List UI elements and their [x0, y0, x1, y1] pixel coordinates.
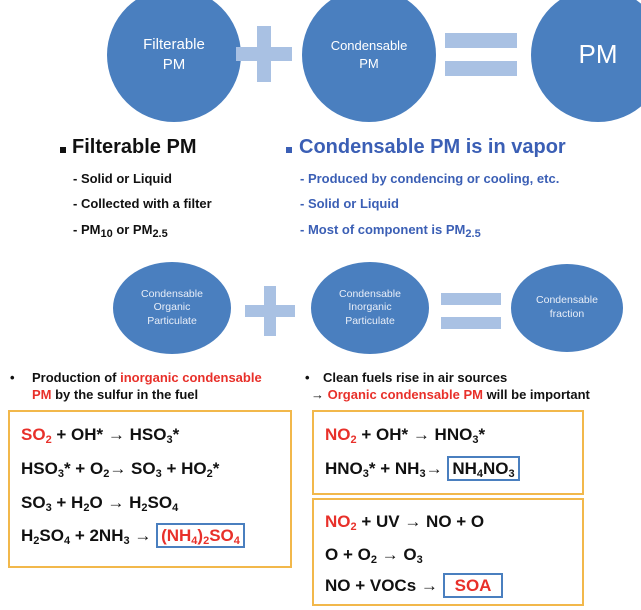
reaction-so3-h2o: SO3 + H2O → H2SO4	[21, 493, 179, 514]
pm-circle: PM	[531, 0, 641, 122]
pm-circle-label: PM	[578, 39, 618, 70]
reaction-no-vocs: NO + VOCs → SOA	[325, 573, 504, 598]
soa-product: SOA	[442, 573, 504, 598]
bullet-square-left	[60, 147, 66, 153]
condensable-inorganic-circle: Condensable Inorganic Particulate	[311, 262, 429, 354]
filterable-pm-circle: Filterable PM	[107, 0, 241, 122]
filterable-pm-circle-label: Filterable PM	[143, 35, 205, 73]
condensable-pm-circle-label: Condensable PM	[330, 38, 408, 71]
filterable-pm-title: Filterable PM	[72, 136, 197, 158]
condensable-fraction-circle: Condensable fraction	[511, 264, 623, 352]
reaction-h2so4-nh3: H2SO4 + 2NH3 → (NH4)2SO4	[21, 523, 245, 548]
plus-operator-top	[236, 26, 292, 82]
ammonium-sulfate-product: (NH4)2SO4	[156, 523, 245, 548]
filterable-item-3: - PM10 or PM2.5	[73, 222, 168, 240]
reaction-no2-uv: NO2 + UV → NO + O	[325, 512, 485, 533]
filterable-item-1: - Solid or Liquid	[73, 171, 172, 186]
note-left: • Production of inorganic condensable PM…	[10, 370, 262, 402]
reaction-no2-oh: NO2 + OH* → HNO3*	[325, 425, 486, 446]
reaction-so2-oh: SO2 + OH* → HSO3*	[21, 425, 180, 446]
ammonium-nitrate-product: NH4NO3	[447, 456, 520, 481]
condensable-item-3: - Most of component is PM2.5	[300, 222, 481, 240]
nitrogen-reaction-box	[312, 410, 584, 495]
note-right: • Clean fuels rise in air sources → Orga…	[305, 370, 590, 402]
condensable-organic-circle: Condensable Organic Particulate	[113, 262, 231, 354]
equals-operator-bottom	[441, 293, 501, 331]
condensable-pm-title: Condensable PM is in vapor	[299, 136, 566, 158]
condensable-item-2: - Solid or Liquid	[300, 196, 399, 211]
condensable-item-1: - Produced by condencing or cooling, etc…	[300, 171, 560, 186]
filterable-item-2: - Collected with a filter	[73, 196, 212, 211]
plus-operator-bottom	[245, 286, 295, 336]
reaction-hso3-o2: HSO3* + O2→ SO3 + HO2*	[21, 459, 220, 480]
reaction-o-o2: O + O2 → O3	[325, 545, 423, 566]
photochemical-reaction-box	[312, 498, 584, 606]
reaction-hno3-nh3: HNO3* + NH3→ NH4NO3	[325, 456, 520, 481]
condensable-pm-circle: Condensable PM	[302, 0, 436, 122]
equals-operator-top	[445, 33, 517, 79]
bullet-square-right	[286, 147, 292, 153]
sulfur-reaction-box	[8, 410, 292, 568]
